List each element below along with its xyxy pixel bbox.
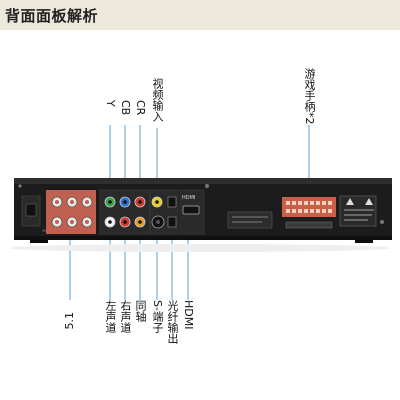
- header-bar: 背面面板解析: [0, 0, 400, 30]
- warning-label: [339, 195, 377, 227]
- hdmi-port: HDMI: [179, 189, 205, 235]
- label-gamepad: 游戏手柄*2: [303, 68, 316, 125]
- power-connector: ≈: [21, 195, 46, 234]
- label-51: 5.1: [63, 312, 76, 330]
- product-photo: ≈: [10, 125, 392, 300]
- label-right-channel: 右声道: [119, 300, 132, 333]
- label-s-video: S-端子: [151, 300, 164, 333]
- svg-text:≈: ≈: [42, 228, 46, 234]
- rating-label: [227, 211, 273, 229]
- label-coaxial: 同轴: [134, 300, 147, 322]
- label-left-channel: 左声道: [104, 300, 117, 333]
- svg-text:HDMI: HDMI: [182, 195, 195, 201]
- label-cr: CR: [134, 100, 147, 116]
- label-optical-out: 光纤输出: [166, 300, 179, 344]
- label-cb: CB: [119, 100, 132, 116]
- page-title: 背面面板解析: [5, 7, 99, 25]
- jack-panel-video: [149, 189, 179, 235]
- label-hdmi: HDMI: [182, 300, 195, 330]
- label-y: Y: [104, 100, 117, 107]
- jack-panel-av: [99, 189, 151, 235]
- gamepad-ports: [282, 197, 336, 229]
- label-video-in: 视频输入: [151, 78, 164, 122]
- jack-panel-51: [46, 190, 96, 234]
